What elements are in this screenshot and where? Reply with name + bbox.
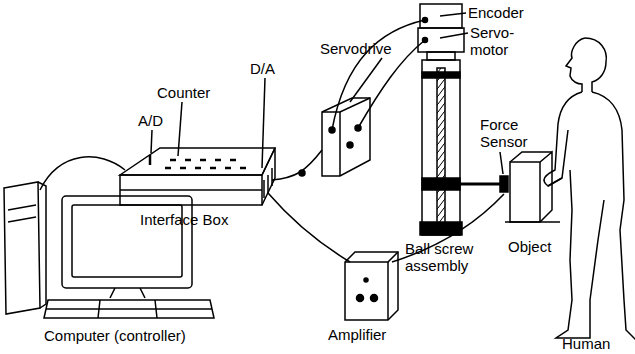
interface-box [120,148,275,205]
cable [268,193,350,262]
part-label: Object [508,238,551,255]
leader-line [500,152,503,174]
signal-label: D/A [250,60,275,77]
object-box [505,152,560,222]
part-label: Human [562,335,610,352]
cable [332,20,425,130]
part-label: Servo-motor [470,24,530,58]
amplifier-box [345,252,398,320]
servo-motor [418,4,464,60]
cable [272,150,322,180]
force-sensor [460,176,508,192]
part-label: Encoder [468,4,524,21]
ball-screw-assembly [420,60,462,235]
leader-line [440,33,468,38]
leader-line [178,102,182,156]
leader-line [440,13,466,16]
part-label: Force Sensor [480,116,540,150]
part-label: Servodrive [320,40,392,57]
leader-line [262,78,265,168]
part-label: Interface Box [140,211,228,228]
cable [40,157,125,190]
computer-tower [4,182,46,314]
signal-label: A/D [138,112,163,129]
part-label: Ball screw assembly [405,240,495,274]
leader-line [151,130,152,153]
connector-dot [299,170,305,176]
part-label: Counter [157,84,210,101]
part-label: Amplifier [328,326,386,343]
servodrive-box [322,98,370,176]
human-figure [544,38,635,340]
part-label: Computer (controller) [44,327,186,344]
